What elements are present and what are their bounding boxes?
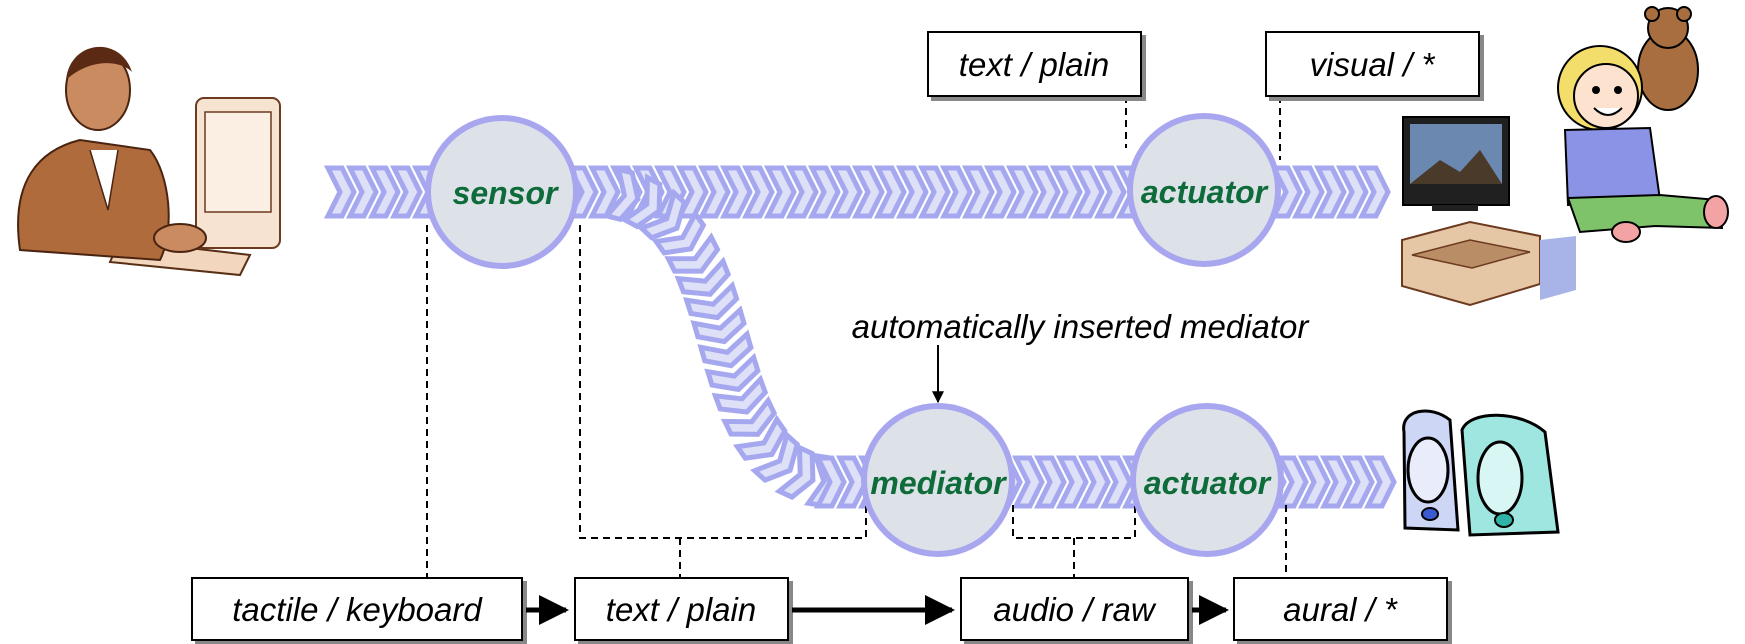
stream-chevron (895, 165, 929, 219)
child-with-teddy-bear-icon (1557, 6, 1729, 243)
stream-chevron (1011, 455, 1045, 509)
stream-chevron (939, 165, 973, 219)
stream-chevron (367, 165, 401, 219)
stream-chevron (1049, 165, 1083, 219)
stream-chevron (651, 209, 707, 256)
stream-chevron (323, 165, 357, 219)
stream-chevron (602, 165, 641, 223)
stream-chevron (829, 165, 863, 219)
type-box-audio: audio / raw (960, 577, 1189, 641)
stream-chevron (741, 165, 775, 219)
sensor-to-text-line (579, 225, 867, 539)
actuator-bottom-label: actuator (1144, 465, 1272, 501)
text-plain-bottom-label: text / plain (606, 591, 756, 628)
stream-chevron (1363, 455, 1397, 509)
stream-chevron (813, 455, 847, 509)
mediator-label: mediator (870, 465, 1007, 501)
stream-chevron (1093, 165, 1127, 219)
stream-chevron (983, 165, 1017, 219)
stream-chevron (1275, 455, 1309, 509)
mediator-annotation: automatically inserted mediator (852, 308, 1311, 345)
actuator-top-node: actuator (1127, 113, 1281, 267)
stream-chevron (774, 443, 816, 500)
stream-chevron (674, 256, 732, 297)
stream-chevron (1055, 455, 1089, 509)
actuator-top-label: actuator (1141, 174, 1269, 210)
stream-chevron (636, 188, 688, 241)
stream-chevron (733, 414, 788, 461)
stream-chevron (851, 165, 885, 219)
stream-chevron (697, 165, 731, 219)
stream-chevron (711, 374, 769, 415)
type-box-text-plain-top: text / plain (927, 31, 1142, 97)
stream-chevron (389, 165, 423, 219)
stream-chevron (1077, 455, 1111, 509)
stream-chevron (664, 232, 721, 274)
visual-label: visual / * (1310, 46, 1436, 83)
stream-chevron (690, 305, 747, 345)
television-icon (1402, 116, 1510, 211)
stream-chevron (1071, 165, 1105, 219)
stream-chevron (620, 173, 663, 230)
stream-chevron (763, 165, 797, 219)
printer-icon (1401, 220, 1576, 307)
stream-chevron (720, 395, 778, 437)
stream-chevron (1313, 165, 1347, 219)
sensor-label: sensor (453, 175, 559, 211)
mediator-node: mediator (861, 403, 1015, 557)
stream-chevron (704, 352, 761, 393)
stream-chevron (1341, 455, 1375, 509)
stream-chevron (1099, 455, 1133, 509)
aural-label: aural / * (1283, 591, 1398, 628)
speakers-icon (1402, 409, 1560, 537)
stream-chevron (1027, 165, 1061, 219)
stream-chevron (785, 165, 819, 219)
stream-chevron (1319, 455, 1353, 509)
stream-chevron (1005, 165, 1039, 219)
stream-chevron (682, 280, 740, 321)
stream-chevron (697, 329, 754, 369)
type-box-tactile: tactile / keyboard (191, 577, 523, 641)
stream-chevron (1269, 165, 1303, 219)
dashed-connectors (426, 96, 1287, 578)
stream-chevron (961, 165, 995, 219)
tactile-label: tactile / keyboard (232, 591, 483, 628)
type-box-visual: visual / * (1265, 31, 1480, 97)
stream-chevron (873, 165, 907, 219)
audio-label: audio / raw (993, 591, 1157, 628)
text-plain-top-label: text / plain (959, 46, 1109, 83)
person-at-computer-icon (17, 46, 281, 277)
stream-chevron (345, 165, 379, 219)
actuator-bottom-node: actuator (1130, 403, 1284, 557)
stream-chevron (1033, 455, 1067, 509)
type-box-aural: aural / * (1233, 577, 1448, 641)
type-box-text-plain-bottom: text / plain (574, 577, 789, 641)
stream-chevron (835, 455, 869, 509)
stream-chevron (917, 165, 951, 219)
stream-chevron (719, 165, 753, 219)
stream-chevron (1357, 165, 1391, 219)
stream-chevron (807, 165, 841, 219)
stream-chevron (1335, 165, 1369, 219)
curved-data-stream (602, 165, 841, 509)
mediator-actuator-line (1012, 505, 1136, 539)
sensor-node: sensor (425, 115, 579, 269)
stream-chevron (1291, 165, 1325, 219)
stream-chevron (1297, 455, 1331, 509)
